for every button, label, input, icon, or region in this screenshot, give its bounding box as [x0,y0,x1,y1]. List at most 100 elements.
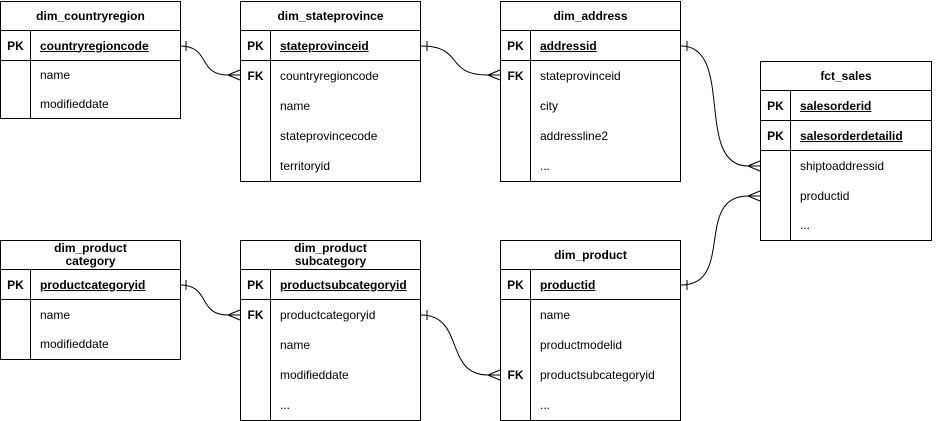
crow-foot-icon [747,190,761,202]
column-name: stateprovincecode [280,129,378,143]
column-name: shiptoaddressid [800,158,885,173]
table-row: name [501,300,680,330]
table-row: name [1,61,180,90]
table-row: addressline2 [501,121,680,151]
table-row: territoryid [241,151,420,181]
column-name: modifieddate [280,368,349,382]
table-row: FK stateprovinceid [501,61,680,91]
table-row: productid [761,180,931,211]
column-name: productid [540,277,596,292]
column-name: ... [800,218,811,233]
key-label [241,330,271,360]
table-row: FK productsubcategoryid [501,360,680,390]
entity-dim-product[interactable]: dim_product PK productid name productmod… [500,240,681,421]
column-name: name [540,308,571,322]
column-name: stateprovinceid [540,69,621,83]
column-name: productsubcategoryid [540,368,655,382]
column-name: countryregioncode [40,38,149,53]
crow-foot-icon [227,69,241,81]
table-row: FK productcategoryid [241,300,420,330]
connector-countryregion-to-stateprovince[interactable] [179,41,241,81]
table-row: name [241,91,420,121]
crow-foot-icon [487,369,501,381]
column-name: modifieddate [40,96,109,111]
column-name: addressid [540,38,597,53]
column-name: name [40,307,71,322]
table-row: PK stateprovinceid [241,31,420,61]
column-name: salesorderid [800,98,872,113]
key-label [501,121,531,151]
table-row: PK productcategoryid [1,270,180,300]
key-label [1,61,31,90]
table-row: city [501,91,680,121]
key-label [761,151,791,181]
key-label: FK [501,61,531,91]
key-label [501,330,531,360]
table-row: name [241,330,420,360]
key-label [1,300,31,330]
connector-subcategory-to-product[interactable] [420,310,501,381]
key-label: PK [1,270,31,299]
column-name: productid [800,188,850,203]
key-label: PK [761,121,791,150]
column-name: name [280,99,311,113]
table-row: PK salesorderid [761,91,931,121]
table-row: PK countryregioncode [1,31,180,61]
entity-title: dim_product [501,241,680,270]
entity-dim-stateprovince[interactable]: dim_stateprovince PK stateprovinceid FK … [240,1,421,182]
table-row: stateprovincecode [241,121,420,151]
connector-category-to-subcategory[interactable] [179,280,241,321]
column-name: ... [280,398,291,412]
key-label [501,390,531,420]
column-name: addressline2 [540,129,609,143]
connector-address-to-fctsales[interactable] [680,41,761,172]
entity-title: dim_address [501,2,680,31]
column-name: name [40,68,71,83]
table-row: ... [501,390,680,420]
table-row: productmodelid [501,330,680,360]
key-label: PK [501,270,531,299]
key-label [501,151,531,181]
crow-foot-icon [227,309,241,321]
column-name: name [280,338,311,352]
entity-dim-product-category[interactable]: dim_product category PK productcategoryi… [0,240,181,360]
key-label [241,390,271,420]
key-label: FK [241,300,271,330]
entity-fct-sales[interactable]: fct_sales PK salesorderid PK salesorderd… [760,61,932,241]
key-label [1,89,31,118]
crow-foot-icon [487,69,501,81]
key-label [241,91,271,121]
column-name: city [540,99,558,113]
column-name: productcategoryid [280,308,376,322]
crow-foot-icon [747,160,761,172]
key-label: PK [501,31,531,60]
column-name: productsubcategoryid [280,277,407,292]
entity-title: dim_stateprovince [241,2,420,31]
connector-product-to-fctsales[interactable] [680,190,761,290]
key-label [501,300,531,330]
table-row: ... [501,151,680,181]
table-row: PK addressid [501,31,680,61]
entity-title: dim_countryregion [1,2,180,31]
entity-dim-address[interactable]: dim_address PK addressid FK stateprovinc… [500,1,681,182]
key-label: FK [501,360,531,390]
key-label: PK [761,91,791,120]
entity-title: dim_product subcategory [241,241,420,270]
entity-dim-countryregion[interactable]: dim_countryregion PK countryregioncode n… [0,1,181,119]
key-label [241,360,271,390]
table-row: ... [761,210,931,241]
key-label [501,91,531,121]
key-label: PK [1,31,31,60]
connector-stateprovince-to-address[interactable] [420,41,501,81]
key-label [1,329,31,359]
column-name: salesorderdetailid [800,128,903,143]
table-row: ... [241,390,420,420]
table-row: FK countryregioncode [241,61,420,91]
key-label [241,151,271,181]
key-label: PK [241,270,271,299]
key-label: FK [241,61,271,91]
column-name: productcategoryid [40,277,146,292]
entity-dim-product-subcategory[interactable]: dim_product subcategory PK productsubcat… [240,240,421,421]
column-name: ... [540,398,551,412]
